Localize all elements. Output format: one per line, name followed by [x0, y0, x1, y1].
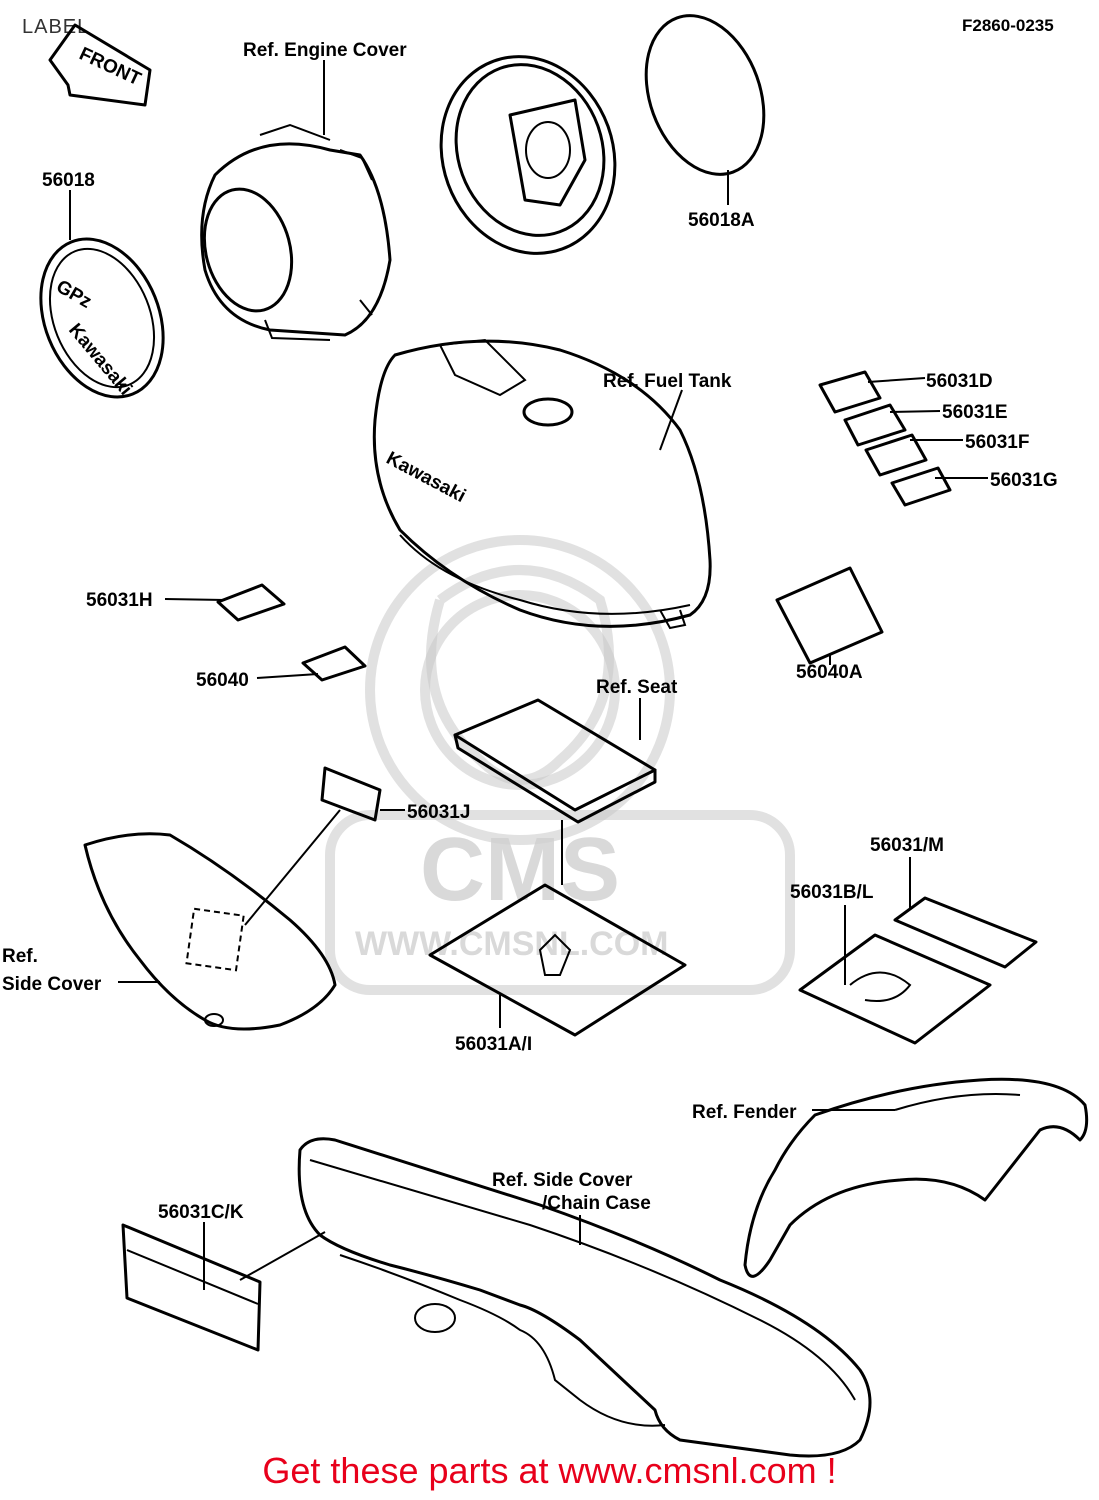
sheet-56031BL — [798, 933, 992, 1045]
engine-cover — [200, 123, 392, 341]
page-title: LABEL — [22, 16, 90, 38]
label-ref-fender: Ref. Fender — [692, 1102, 797, 1123]
gpz-emblem: GPz Kawasaki — [39, 237, 165, 400]
label-56031BL: 56031B/L — [790, 882, 874, 903]
sticker-56031H — [216, 583, 286, 622]
gpz-subtext: Kawasaki — [64, 320, 136, 400]
chain-case — [297, 1137, 872, 1458]
label-56031CK: 56031C/K — [158, 1202, 244, 1223]
label-56031J: 56031J — [407, 802, 470, 823]
label-ref-seat: Ref. Seat — [596, 677, 678, 698]
fender — [743, 1077, 1089, 1278]
front-decal: FRONT — [48, 23, 152, 107]
leader-lines — [69, 60, 988, 1290]
diagram-code: F2860-0235 — [962, 16, 1054, 35]
side-cover — [83, 832, 337, 1031]
sheet-56040A — [775, 566, 884, 665]
label-56031H: 56031H — [86, 590, 153, 611]
label-ref-chain-case-2: /Chain Case — [542, 1193, 651, 1214]
label-56031AI: 56031A/I — [455, 1034, 532, 1055]
label-56040: 56040 — [196, 670, 249, 691]
sticker-56031M — [893, 896, 1038, 969]
label-ref-engine-cover: Ref. Engine Cover — [243, 40, 407, 61]
seat — [453, 698, 657, 885]
gasket-56018A — [644, 14, 766, 176]
tank-decal-text: Kawasaki — [383, 448, 469, 507]
cms-watermark: CMS WWW.CMSNL.COM — [325, 535, 795, 995]
gpz-text: GPz — [53, 276, 96, 313]
label-56031F: 56031F — [965, 432, 1029, 453]
sheet-56031AI — [428, 883, 687, 1037]
front-decal-text: FRONT — [76, 43, 145, 90]
watermark-url: WWW.CMSNL.COM — [355, 925, 669, 963]
label-56031G: 56031G — [990, 470, 1058, 491]
engine-cover-ring — [439, 55, 617, 255]
label-56031E: 56031E — [942, 402, 1008, 423]
sticker-56031J — [320, 766, 382, 822]
label-56031M: 56031/M — [870, 835, 944, 856]
sticker-stack-D-G — [818, 370, 952, 507]
label-ref-fuel-tank: Ref. Fuel Tank — [603, 371, 732, 392]
sheet-56031CK — [121, 1223, 262, 1352]
label-56031D: 56031D — [926, 371, 993, 392]
label-56018: 56018 — [42, 170, 95, 191]
label-ref-side-cover-1: Ref. — [2, 946, 38, 967]
label-ref-side-cover-2: Side Cover — [2, 974, 102, 995]
watermark-brand: CMS — [420, 820, 620, 920]
footer-link[interactable]: Get these parts at www.cmsnl.com ! — [262, 1450, 837, 1491]
label-56018A: 56018A — [688, 210, 755, 231]
label-ref-chain-case-1: Ref. Side Cover — [492, 1170, 633, 1191]
label-56040A: 56040A — [796, 662, 863, 683]
